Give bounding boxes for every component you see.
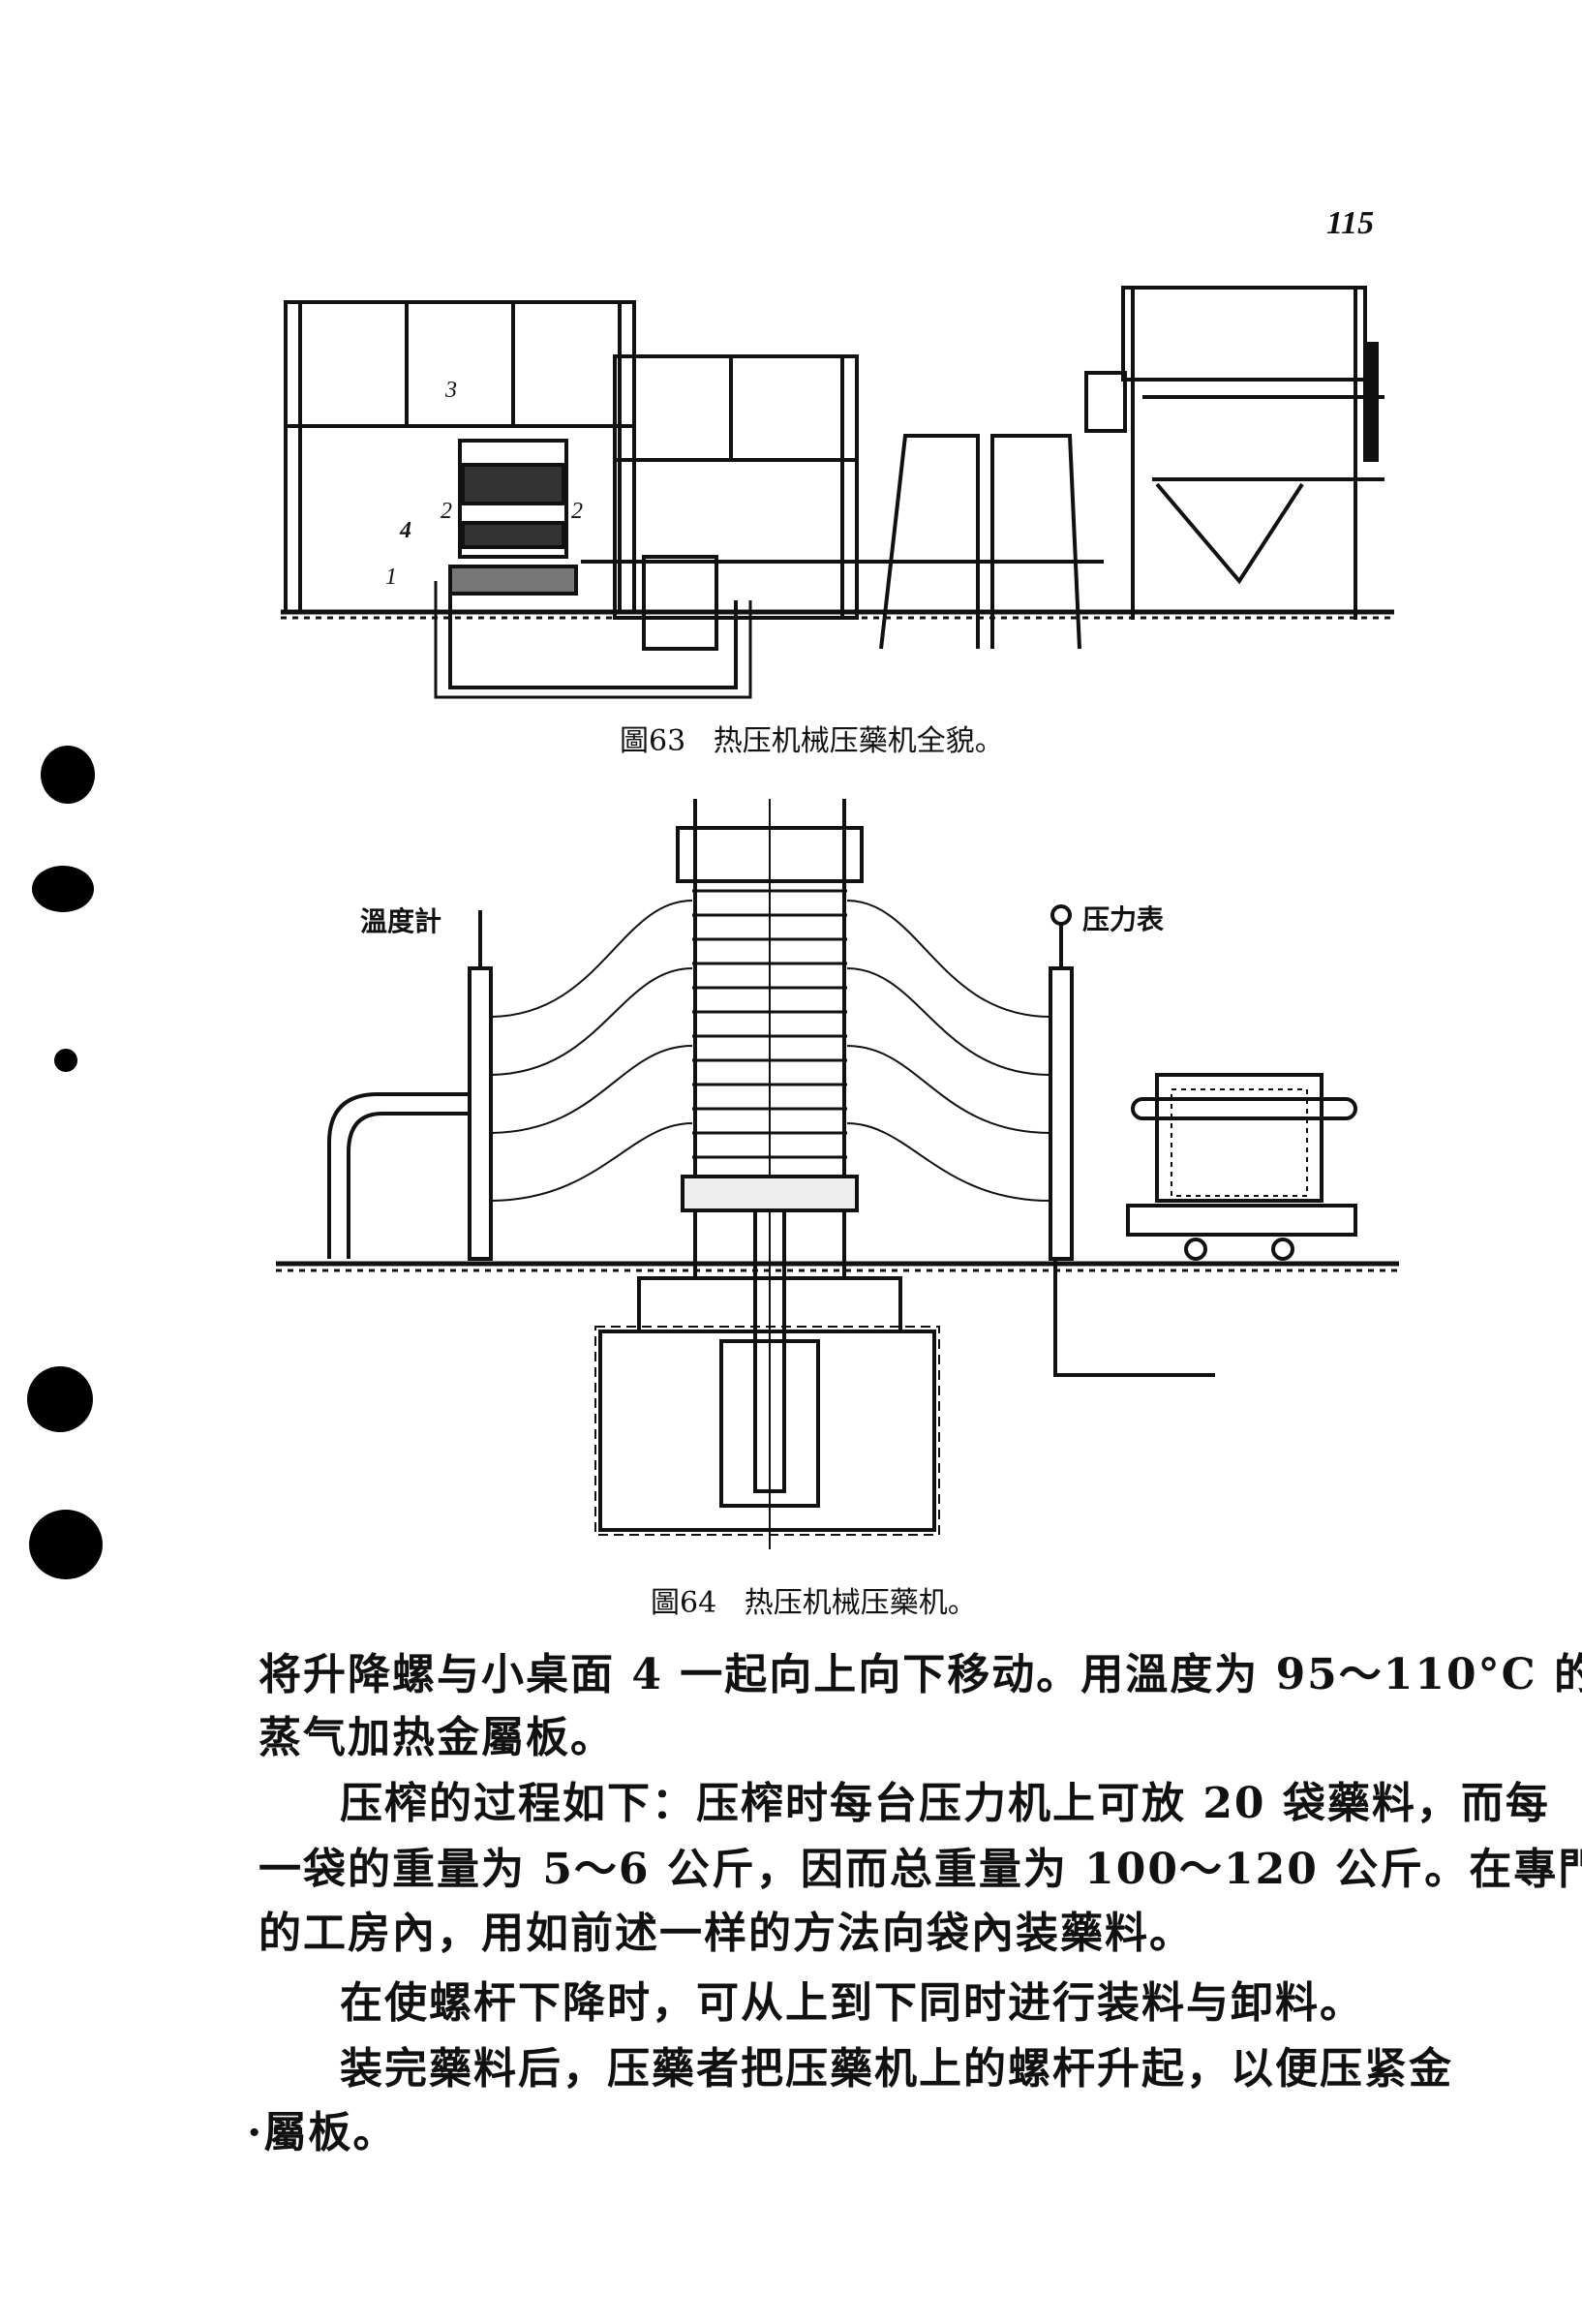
thermometer-label: 溫度計 (360, 905, 442, 937)
part-label-4: 4 (399, 518, 411, 543)
body-line-6: 在使螺杆下降时，可从上到下同时进行装料与卸料。 (340, 1978, 1364, 2028)
figure-63-caption: 圖63 热压机械压藥机全貌。 (620, 724, 1004, 758)
body-line-4: 一袋的重量为 5～6 公斤，因而总重量为 100～120 公斤。在專門 (259, 1845, 1582, 1894)
margin-blots (27, 746, 103, 1579)
figure-64-caption: 圖64 热压机械压藥机。 (651, 1586, 977, 1620)
part-label-2a: 2 (441, 499, 452, 524)
pressure-gauge-label: 压力表 (1082, 903, 1165, 935)
figure-63-labels: 3 2 2 4 1 (385, 378, 583, 590)
body-line-1: 将升降螺与小桌面 4 一起向上向下移动。用溫度为 95～110°C 的 (259, 1650, 1582, 1699)
body-line-8: ·屬板。 (247, 2108, 398, 2157)
part-label-3: 3 (444, 378, 457, 403)
body-line-7: 装完藥料后，压藥者把压藥机上的螺杆升起，以便压紧金 (340, 2044, 1453, 2094)
body-line-5: 的工房內，用如前述一样的方法向袋內装藥料。 (259, 1909, 1194, 1958)
part-label-2b: 2 (571, 499, 583, 524)
figure-64-drawing (276, 799, 1399, 1549)
part-label-1: 1 (385, 565, 397, 590)
body-line-2: 蒸气加热金屬板。 (259, 1713, 615, 1762)
body-line-3: 压榨的过程如下：压榨时每台压力机上可放 20 袋藥料，而每 (340, 1779, 1550, 1828)
page-number: 115 (1326, 205, 1375, 241)
figure-63-drawing (281, 286, 1394, 699)
